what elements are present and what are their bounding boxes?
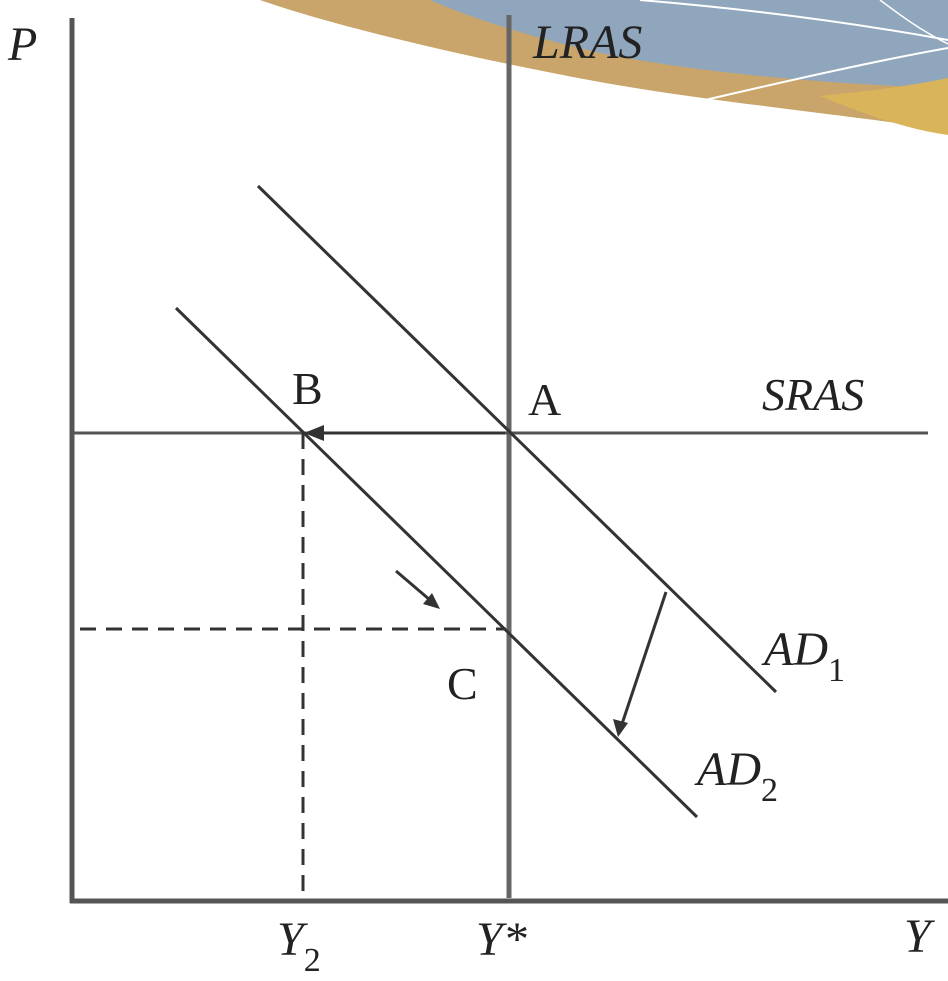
ad2-curve — [174, 306, 699, 819]
point-b-label: B — [292, 363, 323, 414]
ad1-curve — [256, 184, 778, 694]
arrow-b-to-c — [395, 569, 440, 609]
axes — [69, 18, 948, 904]
arrow-ad-shift-shaft — [620, 591, 668, 725]
swoosh-white-line-2 — [704, 47, 948, 101]
arrow-ad-shift — [613, 591, 668, 737]
swoosh-gold-band — [820, 78, 948, 135]
arrow-a-to-b-head — [304, 425, 324, 441]
arrow-a-to-b — [304, 425, 505, 441]
ad1-label-sub: 1 — [828, 652, 845, 689]
swoosh-white-line-1 — [639, 0, 948, 41]
point-a-label: A — [528, 374, 561, 425]
ad2-label-base: AD — [694, 743, 761, 796]
arrow-b-to-c-head — [423, 593, 440, 609]
swoosh-blue-band — [430, 0, 948, 88]
ad2-label-sub: 2 — [761, 772, 778, 809]
x-axis-label: Y — [904, 910, 935, 963]
y2-tick-sub: 2 — [304, 942, 321, 979]
y2-tick-label: Y2 — [277, 913, 321, 979]
arrow-ad-shift-head — [613, 719, 628, 737]
ad1-label: AD1 — [761, 623, 845, 689]
y-axis-label: P — [7, 18, 37, 71]
sras-label: SRAS — [762, 369, 864, 420]
y2-tick-base: Y — [277, 913, 308, 966]
ystar-tick-label: Y* — [476, 913, 527, 966]
decorative-header-swoosh — [260, 0, 948, 135]
arrow-b-to-c-shaft — [395, 569, 431, 602]
point-c-label: C — [447, 658, 478, 709]
lras-label: LRAS — [532, 16, 642, 69]
swoosh-white-line-3 — [879, 0, 948, 45]
ad1-label-base: AD — [761, 623, 828, 676]
ad2-label: AD2 — [694, 743, 778, 809]
